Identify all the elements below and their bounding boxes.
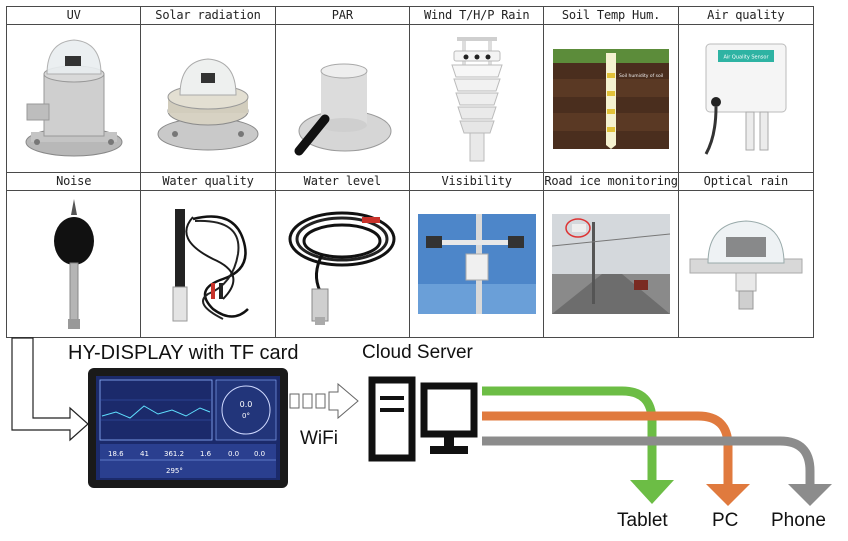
optical-rain-sensor-cell [679, 191, 813, 337]
cloud-server-label: Cloud Server [362, 342, 473, 363]
sensor-name-par: PAR [275, 7, 410, 25]
par-sensor-cell [275, 25, 410, 173]
air-box-text: Air Quality Sensor [723, 55, 769, 61]
sensor-name-water-level: Water level [275, 173, 410, 191]
client-label-pc: PC [712, 510, 739, 531]
road-ice-station-cell [544, 191, 679, 337]
sensor-name-noise: Noise [7, 173, 142, 191]
display-screen: 0.0 0° 18.6 41 361.2 1.6 0.0 0.0 295° [96, 376, 280, 480]
wifi-label: WiFi [300, 428, 338, 449]
sensor-grid: UV Solar radiation PAR Wind T/H/P Rain S… [6, 6, 814, 338]
phone-route-arrow [482, 436, 815, 484]
sensor-name-soil-temp-hum: Soil Temp Hum. [544, 7, 679, 25]
phone-arrowhead [788, 484, 832, 506]
tablet-arrowhead [630, 480, 674, 504]
soil-probe-text: Soil humidity of soil [619, 73, 663, 79]
tablet-route-arrow [482, 386, 657, 480]
client-label-tablet: Tablet [617, 510, 668, 531]
display-reading-1: 18.6 [108, 450, 124, 458]
water-quality-probe-icon [172, 209, 249, 322]
pc-arrowhead [706, 484, 750, 506]
client-label-phone: Phone [771, 510, 826, 531]
visibility-sensor-icon [417, 214, 536, 314]
sensor-name-solar-radiation: Solar radiation [141, 7, 276, 25]
sensor-name-uv: UV [7, 7, 142, 25]
water-quality-probe-cell [141, 191, 276, 337]
soil-probe-icon: Soil humidity of soil [552, 48, 669, 149]
display-reading-6: 0.0 [254, 450, 265, 458]
wifi-arrow [289, 382, 359, 420]
sensor-name-optical-rain: Optical rain [678, 173, 813, 191]
optical-rain-sensor-icon [689, 220, 803, 310]
sensor-name-visibility: Visibility [409, 173, 545, 191]
noise-sensor-icon [53, 198, 94, 329]
sensor-name-wind-thp-rain: Wind T/H/P Rain [409, 7, 545, 25]
server-computer-icon [368, 376, 478, 462]
display-label: HY-DISPLAY with TF card [68, 342, 299, 364]
par-sensor-icon [294, 63, 392, 155]
pc-route-arrow [482, 411, 733, 484]
noise-sensor-cell [7, 191, 142, 337]
display-wind-speed: 0.0 [240, 400, 253, 409]
display-reading-2: 41 [140, 450, 149, 458]
hy-display-device: 0.0 0° 18.6 41 361.2 1.6 0.0 0.0 295° [88, 368, 288, 488]
uv-sensor-icon [25, 38, 123, 156]
solar-radiation-sensor-cell [141, 25, 276, 173]
visibility-sensor-cell [410, 191, 545, 337]
weather-station-icon [450, 37, 503, 162]
display-wind-direction: 0° [242, 412, 250, 420]
sensor-name-road-ice-monitoring: Road ice monitoring [544, 173, 679, 191]
road-ice-station-icon [551, 214, 670, 314]
water-level-probe-icon [288, 211, 396, 325]
air-quality-sensor-icon: Air Quality Sensor [704, 43, 787, 155]
sensor-name-water-quality: Water quality [141, 173, 276, 191]
uv-sensor-cell [7, 25, 142, 173]
water-level-probe-cell [276, 191, 410, 337]
display-reading-7: 295° [166, 467, 183, 475]
display-reading-5: 0.0 [228, 450, 239, 458]
soil-probe-cell: Soil humidity of soil [544, 25, 679, 173]
sensor-name-air-quality: Air quality [678, 7, 813, 25]
weather-station-cell [409, 25, 545, 173]
sensor-connector-line [11, 337, 89, 442]
display-reading-4: 1.6 [200, 450, 212, 458]
display-dashboard: 0.0 0° 18.6 41 361.2 1.6 0.0 0.0 295° [99, 379, 277, 478]
air-quality-sensor-cell: Air Quality Sensor [678, 25, 813, 173]
display-reading-3: 361.2 [164, 450, 184, 458]
solar-radiation-sensor-icon [157, 57, 259, 150]
